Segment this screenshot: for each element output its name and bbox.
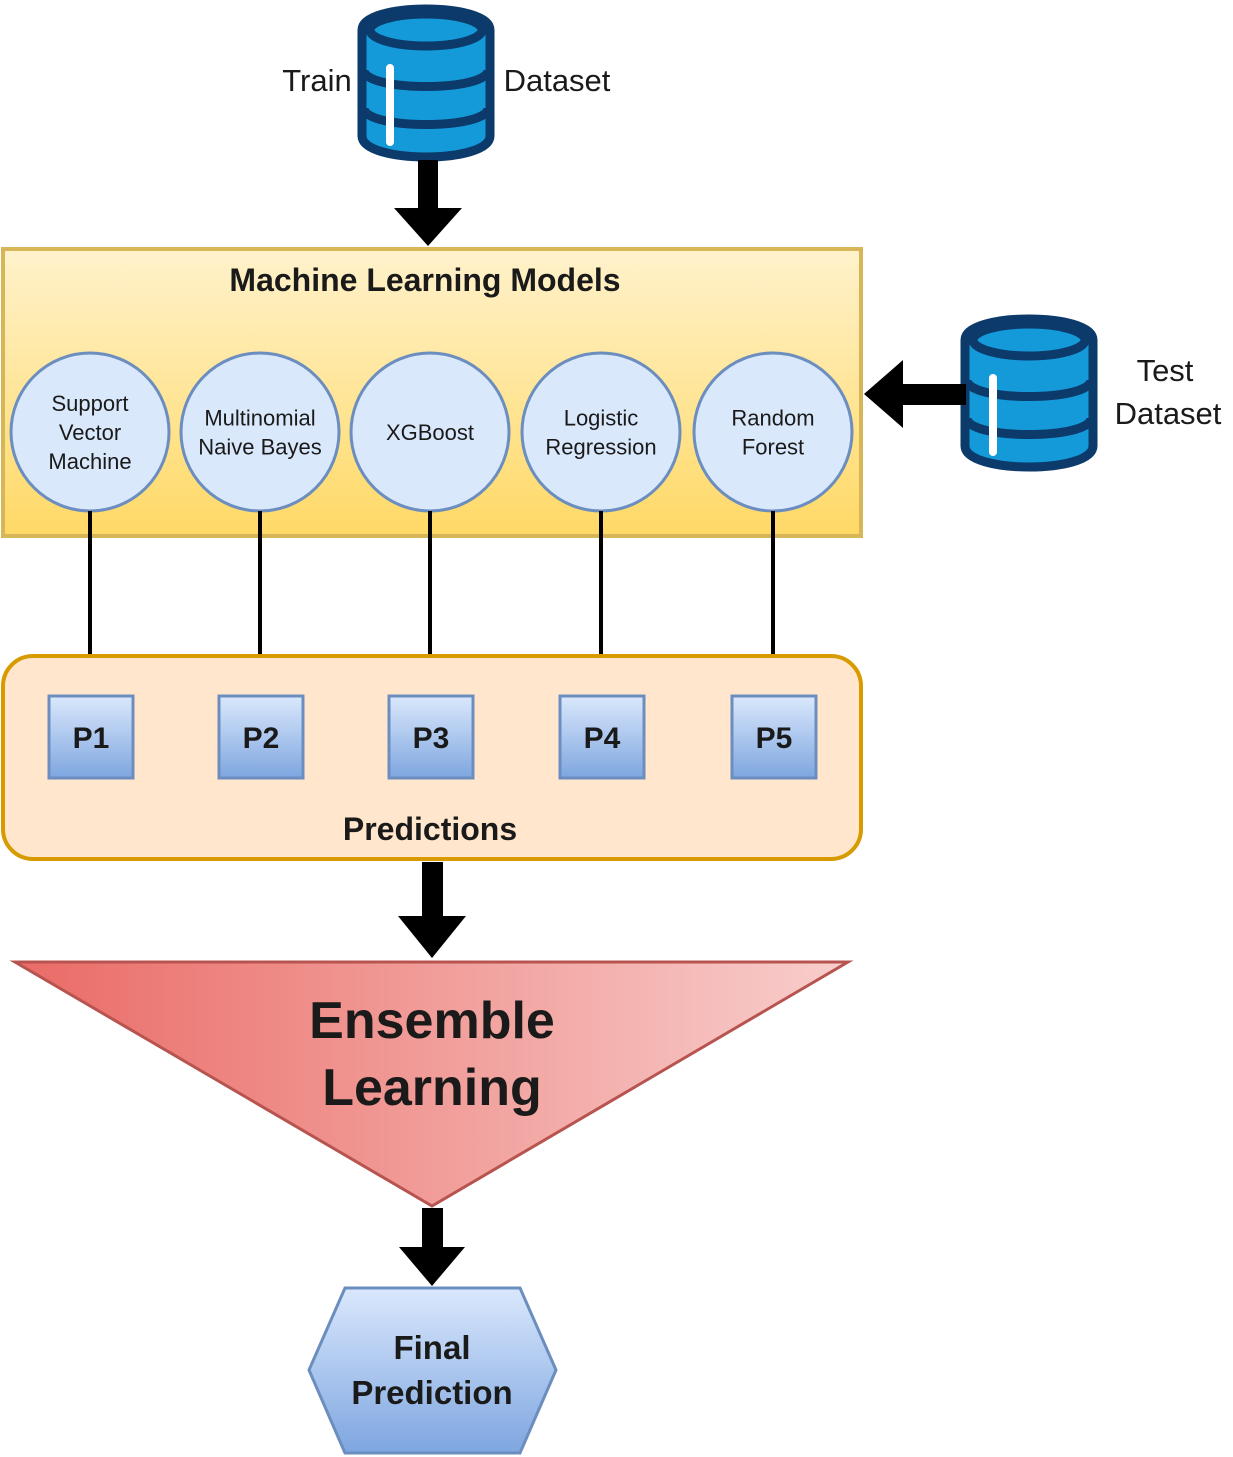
prediction-label: P4 (584, 722, 621, 755)
prediction-label: P5 (756, 722, 793, 755)
model-label-line: Random (731, 406, 814, 431)
arrow-test-to-models (864, 360, 966, 428)
train-database-icon (357, 4, 495, 162)
test-dataset: Test Dataset (960, 314, 1222, 472)
final-hexagon (307, 1286, 558, 1455)
model-label-line: Support (51, 391, 128, 416)
model-label-line: Naive Bayes (198, 435, 322, 460)
final-line2: Prediction (351, 1374, 512, 1411)
train-dataset-label: Dataset (504, 63, 611, 98)
model-label-line: Logistic (564, 406, 639, 431)
prediction-box: P3 (387, 694, 475, 780)
predictions-title: Predictions (343, 811, 517, 847)
model-circle (520, 351, 682, 513)
predictions-group: P1 P2 P3 P4 P5 Predictions (1, 654, 863, 861)
model-label-line: Multinomial (204, 406, 315, 431)
final-prediction: Final Prediction (307, 1286, 558, 1455)
ensemble-line2: Learning (322, 1059, 542, 1117)
model-label-line: Regression (545, 435, 656, 460)
model-circle (692, 351, 854, 513)
prediction-label: P1 (73, 722, 110, 755)
train-label: Train (282, 63, 351, 98)
ensemble-line1: Ensemble (309, 992, 555, 1050)
model-label-line: Vector (59, 420, 121, 445)
prediction-label: P2 (243, 722, 280, 755)
final-line1: Final (393, 1329, 470, 1366)
models-group: Machine Learning Models SupportVectorMac… (1, 247, 863, 538)
test-dataset-label: Dataset (1115, 396, 1222, 431)
prediction-box: P5 (730, 694, 818, 780)
model-label-line: XGBoost (386, 420, 474, 445)
ensemble-triangle (9, 960, 854, 1208)
prediction-box: P2 (217, 694, 305, 780)
prediction-box: P1 (47, 694, 135, 780)
test-label: Test (1137, 353, 1194, 388)
arrow-train-to-models (394, 160, 462, 246)
model-node: XGBoost (349, 351, 511, 513)
test-database-icon (960, 314, 1098, 472)
model-label-line: Forest (742, 435, 804, 460)
model-label-line: Machine (48, 449, 131, 474)
arrow-predictions-to-ensemble (398, 862, 466, 958)
arrow-ensemble-to-final (399, 1208, 465, 1286)
models-title: Machine Learning Models (229, 262, 620, 298)
ensemble-learning: Ensemble Learning (9, 960, 854, 1208)
model-circle (179, 351, 341, 513)
prediction-label: P3 (413, 722, 450, 755)
prediction-box: P4 (558, 694, 646, 780)
train-dataset: Train Dataset (282, 4, 611, 162)
